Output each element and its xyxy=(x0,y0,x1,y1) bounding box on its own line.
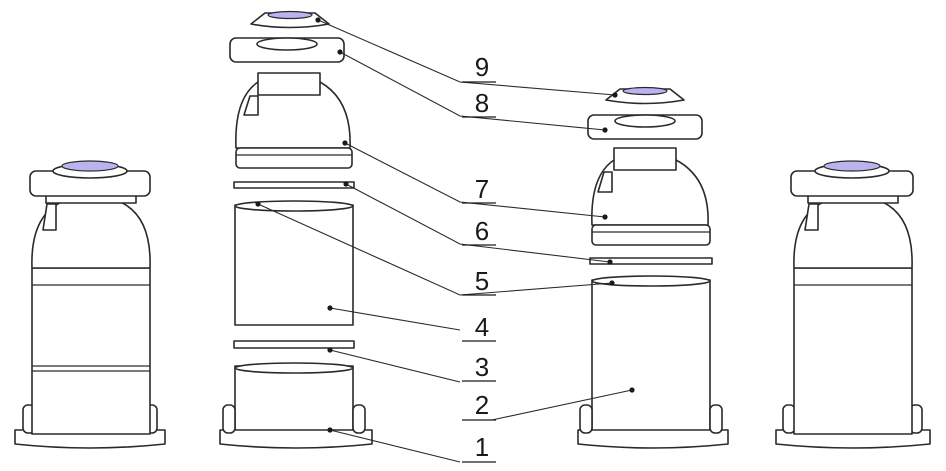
lens-icon-mid xyxy=(622,86,668,96)
assembled-unit-right xyxy=(775,160,931,449)
part-1-base xyxy=(234,365,354,435)
lens-icon-left xyxy=(61,160,119,172)
leader-lines xyxy=(257,19,633,463)
callout-1: 1 xyxy=(475,432,489,462)
callout-7: 7 xyxy=(475,174,489,204)
callout-9: 9 xyxy=(475,52,489,82)
lens-icon-right xyxy=(823,160,881,172)
assembled-unit-left xyxy=(14,160,166,449)
part-3-ring xyxy=(233,340,355,349)
callout-labels: 9 8 7 6 5 4 3 2 1 xyxy=(462,52,496,463)
lens-icon-top xyxy=(267,10,313,20)
part-5-rim xyxy=(234,200,354,212)
callout-8: 8 xyxy=(475,88,489,118)
part-4-tube xyxy=(234,204,354,326)
exploded-stack-left xyxy=(219,10,373,449)
callout-6: 6 xyxy=(475,216,489,246)
leader-dots xyxy=(255,17,635,433)
exploded-stack-right xyxy=(577,86,729,449)
callout-2: 2 xyxy=(475,390,489,420)
callout-4: 4 xyxy=(475,312,489,342)
callout-5: 5 xyxy=(475,266,489,296)
callout-3: 3 xyxy=(475,352,489,382)
part-6-ring xyxy=(233,181,355,189)
